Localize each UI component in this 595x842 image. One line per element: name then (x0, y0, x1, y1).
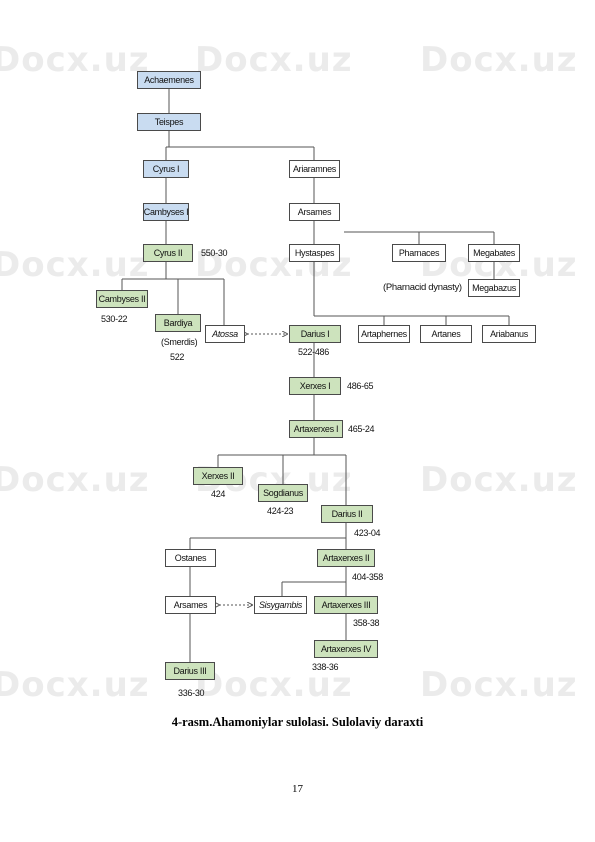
reign-sogdianus: 424-23 (267, 506, 294, 516)
node-artaphernes: Artaphernes (358, 325, 410, 343)
reign-darius-ii: 423-04 (354, 528, 381, 538)
reign-artaxerxes-iii: 358-38 (353, 618, 380, 628)
watermark: Docx.uz (195, 40, 353, 80)
node-artaxerxes-iv: Artaxerxes IV (314, 640, 378, 658)
bardiya-alias: (Smerdis) (161, 337, 198, 347)
node-sisygambis: Sisygambis (254, 596, 307, 614)
watermark: Docx.uz (0, 40, 150, 80)
node-cyrus-ii: Cyrus II (143, 244, 193, 262)
reign-cyrus-ii: 550-30 (201, 248, 228, 258)
node-arsames: Arsames (289, 203, 340, 221)
reign-cambyses-ii: 530-22 (101, 314, 128, 324)
node-ariaramnes: Ariaramnes (289, 160, 340, 178)
node-cambyses-i: Cambyses I (143, 203, 189, 221)
node-darius-i: Darius I (289, 325, 341, 343)
node-cyrus-i: Cyrus I (143, 160, 189, 178)
node-darius-iii: Darius III (165, 662, 215, 680)
node-ariabanus: Ariabanus (482, 325, 536, 343)
watermark: Docx.uz (0, 460, 150, 500)
node-teispes: Teispes (137, 113, 201, 131)
node-artaxerxes-ii: Artaxerxes II (317, 549, 375, 567)
node-artaxerxes-iii: Artaxerxes III (314, 596, 378, 614)
watermark: Docx.uz (0, 665, 150, 705)
node-bardiya: Bardiya (155, 314, 201, 332)
watermark: Docx.uz (420, 460, 578, 500)
watermark: Docx.uz (420, 665, 578, 705)
node-hystaspes: Hystaspes (289, 244, 340, 262)
reign-artaxerxes-iv: 338-36 (312, 662, 339, 672)
reign-darius-i: 522-486 (298, 347, 329, 357)
watermark: Docx.uz (420, 40, 578, 80)
node-pharnaces: Pharnaces (392, 244, 446, 262)
node-xerxes-i: Xerxes I (289, 377, 341, 395)
reign-artaxerxes-i: 465-24 (348, 424, 375, 434)
node-megabazus: Megabazus (468, 279, 520, 297)
node-artanes: Artanes (420, 325, 472, 343)
node-artaxerxes-i: Artaxerxes I (289, 420, 343, 438)
node-darius-ii: Darius II (321, 505, 373, 523)
node-sogdianus: Sogdianus (258, 484, 308, 502)
reign-bardiya: 522 (170, 352, 185, 362)
node-arsames-2: Arsames (165, 596, 216, 614)
pharnacid-dynasty-label: (Pharnacid dynasty) (383, 282, 462, 293)
figure-caption: 4-rasm.Ahamoniylar sulolasi. Sulolaviy d… (171, 715, 424, 729)
node-atossa: Atossa (205, 325, 245, 343)
node-achaemenes: Achaemenes (137, 71, 201, 89)
reign-xerxes-i: 486-65 (347, 381, 374, 391)
reign-xerxes-ii: 424 (211, 489, 226, 499)
reign-artaxerxes-ii: 404-358 (352, 572, 383, 582)
node-megabates: Megabates (468, 244, 520, 262)
node-ostanes: Ostanes (165, 549, 216, 567)
node-xerxes-ii: Xerxes II (193, 467, 243, 485)
reign-darius-iii: 336-30 (178, 688, 205, 698)
watermark: Docx.uz (195, 665, 353, 705)
node-cambyses-ii: Cambyses II (96, 290, 148, 308)
watermark: Docx.uz (0, 245, 150, 285)
page-number: 17 (292, 783, 303, 795)
